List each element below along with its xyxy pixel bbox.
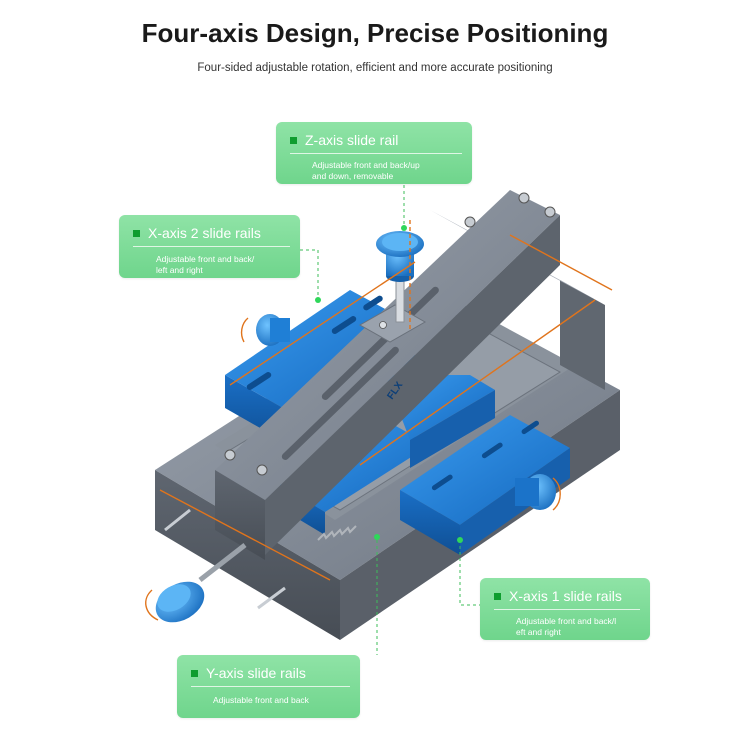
callout-desc-line: left and right [156,265,203,275]
guide-pin [257,586,286,610]
callout-desc-line: and down, removable [312,171,394,181]
marker-x-axis-2 [315,297,321,303]
square-bullet-icon [191,669,198,677]
callout-desc-line: Adjustable front and back [213,695,309,705]
square-bullet-icon [494,592,501,600]
spring-icon [317,525,357,541]
callout-title: Z-axis slide rail [305,132,399,148]
marker-x-axis-1 [457,537,463,543]
callout-guides [300,185,480,655]
callout-desc-line: Adjustable front and back/l [516,616,617,626]
callout-desc-line: Adjustable front and back/ [156,254,255,264]
callout-x-axis-1: X-axis 1 slide rails Adjustable front an… [480,578,650,640]
callout-desc-line: eft and right [516,627,561,637]
page-subtitle: Four-sided adjustable rotation, efficien… [197,62,553,74]
direction-arrows [145,220,613,621]
page-title: Four-axis Design, Precise Positioning [141,18,609,48]
callout-z-axis: Z-axis slide rail Adjustable front and b… [276,122,472,184]
callout-x-axis-2: X-axis 2 slide rails Adjustable front an… [119,215,300,278]
y-axis-knob-icon [155,543,247,623]
square-bullet-icon [133,229,140,237]
square-bullet-icon [290,136,297,144]
x-axis-1-knob-icon [515,474,556,510]
x-axis-2-knob-icon [256,314,290,346]
callout-title: Y-axis slide rails [206,665,306,681]
marker-y-axis [374,534,380,540]
callout-title: X-axis 1 slide rails [509,588,622,604]
callout-title: X-axis 2 slide rails [148,225,261,241]
marker-z-axis [401,225,407,231]
guide-pin [164,508,191,532]
z-axis-knob-icon [376,231,424,282]
callout-desc-line: Adjustable front and back/up [312,160,420,170]
callout-y-axis: Y-axis slide rails Adjustable front and … [177,655,360,718]
